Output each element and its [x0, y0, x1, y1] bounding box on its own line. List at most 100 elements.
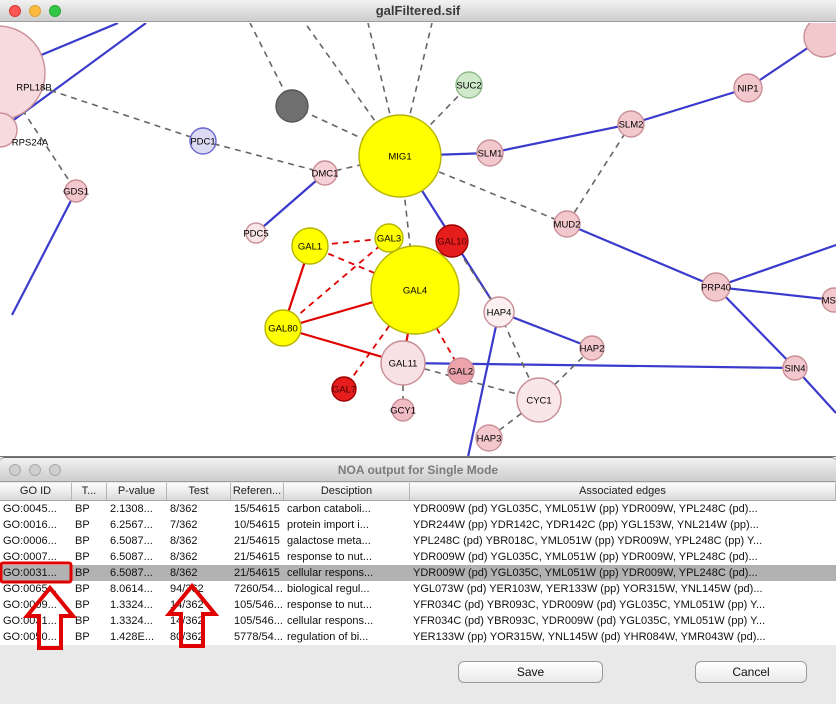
column-header-test[interactable]: Test [167, 483, 231, 500]
node-label-pdc1: PDC1 [190, 137, 215, 148]
minimize-button[interactable] [29, 5, 41, 17]
table-cell: BP [72, 629, 107, 645]
node-corner[interactable] [804, 23, 836, 57]
table-row[interactable]: GO:0007...BP6.5087...8/36221/54615respon… [0, 549, 836, 565]
cancel-button[interactable]: Cancel [695, 661, 807, 683]
table-cell: cellular respons... [284, 613, 410, 629]
table-cell: YGL073W (pd) YER103W, YER133W (pp) YOR31… [410, 581, 836, 597]
column-header-desciption[interactable]: Desciption [284, 483, 410, 500]
table-cell: YER133W (pp) YOR315W, YNL145W (pd) YHR08… [410, 629, 836, 645]
node-label-gal3: GAL3 [377, 234, 401, 245]
table-cell: YDR009W (pd) YGL035C, YML051W (pp) YDR00… [410, 565, 836, 581]
column-header-p-value[interactable]: P-value [107, 483, 167, 500]
table-cell: 21/54615 [231, 533, 284, 549]
node-label-gal80: GAL80 [268, 324, 298, 335]
table-cell: BP [72, 597, 107, 613]
node-label-sin4: SIN4 [784, 364, 805, 375]
table-cell: 10/54615 [231, 517, 284, 533]
table-cell: 21/54615 [231, 565, 284, 581]
table-cell: 8/362 [167, 533, 231, 549]
table-cell: 14/362 [167, 597, 231, 613]
edge-prp40-a9[interactable] [716, 245, 836, 287]
close-button[interactable] [9, 464, 21, 476]
table-cell: cellular respons... [284, 565, 410, 581]
table-row[interactable]: GO:0031...BP1.3324...14/362105/546...cel… [0, 613, 836, 629]
edge-prp40-sin4[interactable] [716, 287, 795, 368]
table-cell: GO:0045... [0, 501, 72, 517]
column-header-go-id[interactable]: GO ID [0, 483, 72, 500]
noa-window-title: NOA output for Single Mode [338, 463, 498, 477]
edge-prp40-msl1[interactable] [716, 287, 834, 300]
table-cell: response to nut... [284, 597, 410, 613]
window-controls-inactive [9, 458, 61, 481]
table-cell: GO:0016... [0, 517, 72, 533]
table-cell: YDR009W (pd) YGL035C, YML051W (pp) YDR00… [410, 549, 836, 565]
table-row[interactable]: GO:0016...BP6.2567...7/36210/54615protei… [0, 517, 836, 533]
node-label-hap2: HAP2 [580, 344, 605, 355]
column-header-associated-edges[interactable]: Associated edges [410, 483, 836, 500]
node-label-gal1: GAL1 [298, 242, 322, 253]
node-label-hap4: HAP4 [487, 308, 512, 319]
table-cell: protein import i... [284, 517, 410, 533]
network-window-title: galFiltered.sif [376, 3, 461, 18]
table-row[interactable]: GO:0009...BP1.3324...14/362105/546...res… [0, 597, 836, 613]
table-cell: 105/546... [231, 613, 284, 629]
table-cell: BP [72, 501, 107, 517]
node-label-slm1: SLM1 [478, 149, 503, 160]
table-cell: GO:0007... [0, 549, 72, 565]
table-cell: 7260/54... [231, 581, 284, 597]
table-cell: 21/54615 [231, 549, 284, 565]
node-label-mud2: MUD2 [554, 220, 581, 231]
table-row[interactable]: GO:0045...BP2.1308...8/36215/54615carbon… [0, 501, 836, 517]
zoom-button[interactable] [49, 5, 61, 17]
node-label-gcy1: GCY1 [390, 406, 416, 417]
node-label-msl1: MSL1 [822, 296, 836, 307]
column-header-referen[interactable]: Referen... [231, 483, 284, 500]
table-cell: YFR034C (pd) YBR093C, YDR009W (pd) YGL03… [410, 613, 836, 629]
edge-gds1-a7[interactable] [12, 191, 76, 315]
table-cell: GO:0050... [0, 629, 72, 645]
table-cell: 7/362 [167, 517, 231, 533]
edge-slm2-mud2[interactable] [567, 124, 631, 224]
table-cell: GO:0031... [0, 613, 72, 629]
edge-mud2-prp40[interactable] [567, 224, 716, 287]
close-button[interactable] [9, 5, 21, 17]
edge-slm2-nip1[interactable] [631, 88, 748, 124]
table-row[interactable]: GO:0065...BP8.0614...94/3627260/54...bio… [0, 581, 836, 597]
save-button[interactable]: Save [458, 661, 603, 683]
table-cell: 1.3324... [107, 597, 167, 613]
table-cell: 6.5087... [107, 549, 167, 565]
node-rpl18b[interactable] [0, 26, 45, 120]
node-darknode[interactable] [276, 90, 308, 122]
window-controls [9, 0, 61, 21]
node-label-prp40: PRP40 [701, 283, 731, 294]
network-window-titlebar[interactable]: galFiltered.sif [0, 0, 836, 22]
table-cell: GO:0031... [0, 565, 72, 581]
node-label-gal4: GAL4 [403, 286, 427, 297]
table-cell: BP [72, 549, 107, 565]
edge-dmc1-pdc5[interactable] [256, 173, 325, 233]
table-cell: BP [72, 517, 107, 533]
table-row[interactable]: GO:0031...BP6.5087...8/36221/54615cellul… [0, 565, 836, 581]
network-graph[interactable]: RPL18BRPS24AGDS1PDC1MIG1SUC2SLM1SLM2NIP1… [0, 23, 836, 457]
node-label-pdc5: PDC5 [243, 229, 268, 240]
noa-window: NOA output for Single Mode GO IDT...P-va… [0, 457, 836, 704]
noa-results-table: GO IDT...P-valueTestReferen...Desciption… [0, 483, 836, 645]
edge-pdc1-dmc1[interactable] [203, 141, 325, 173]
node-label-slm2: SLM2 [619, 120, 644, 131]
table-row[interactable]: GO:0006...BP6.5087...8/36221/54615galact… [0, 533, 836, 549]
zoom-button[interactable] [49, 464, 61, 476]
noa-window-titlebar[interactable]: NOA output for Single Mode [0, 458, 836, 482]
table-cell: 6.5087... [107, 533, 167, 549]
edge-slm1-slm2[interactable] [490, 124, 631, 153]
table-cell: 8/362 [167, 565, 231, 581]
node-label-gal10: GAL10 [437, 237, 467, 248]
minimize-button[interactable] [29, 464, 41, 476]
column-header-t[interactable]: T... [72, 483, 107, 500]
table-cell: GO:0065... [0, 581, 72, 597]
table-row[interactable]: GO:0050...BP1.428E...80/3625778/54...reg… [0, 629, 836, 645]
table-cell: 1.428E... [107, 629, 167, 645]
node-label-gal7: GAL7 [332, 385, 356, 396]
network-canvas[interactable]: RPL18BRPS24AGDS1PDC1MIG1SUC2SLM1SLM2NIP1… [0, 23, 836, 457]
